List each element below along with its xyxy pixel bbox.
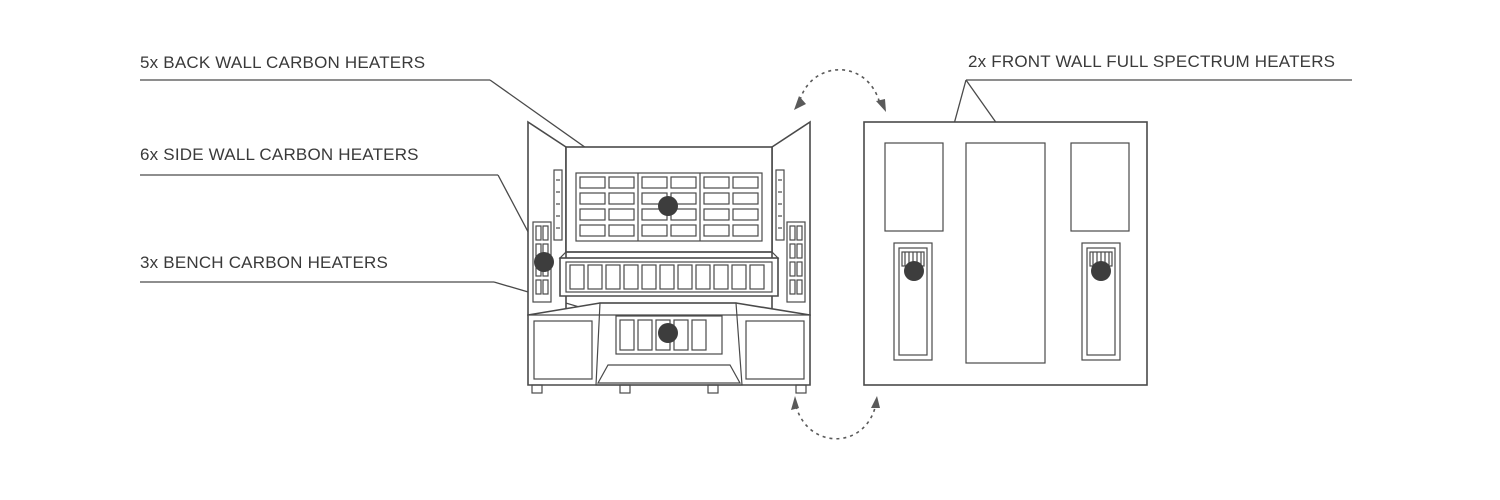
arrow-head-top-left [794, 96, 806, 110]
arrow-head-top-right [876, 99, 886, 112]
bench-backrest [558, 251, 780, 297]
bench-left-panel [533, 320, 593, 380]
right-side-heaters [775, 169, 806, 303]
back-heater-frame [575, 172, 763, 242]
left-side-heaters [532, 169, 563, 303]
front-window-right [1070, 142, 1130, 232]
front-window-left [884, 142, 944, 232]
front-door [965, 142, 1046, 364]
rotation-arrow-bottom [791, 396, 880, 440]
arrow-head-bottom-right [871, 396, 880, 408]
front-wall-view [863, 121, 1148, 386]
bench-indicator-dot [658, 323, 678, 343]
bench-base [527, 302, 811, 394]
front-wall-outline [863, 121, 1148, 386]
back-wall-indicator-dot [658, 196, 678, 216]
front-left-indicator-dot [904, 261, 924, 281]
back-wall-heaters [575, 172, 763, 242]
side-wall-label-text: 6x SIDE WALL CARBON HEATERS [140, 145, 419, 164]
front-right-indicator-dot [1091, 261, 1111, 281]
rotation-arrow-top [794, 69, 886, 112]
arrow-head-bottom-left [791, 396, 799, 410]
label-side-wall: 6x SIDE WALL CARBON HEATERS [140, 145, 545, 263]
bench-right-panel [745, 320, 805, 380]
back-wall-label-text: 5x BACK WALL CARBON HEATERS [140, 53, 425, 72]
bench-label-text: 3x BENCH CARBON HEATERS [140, 253, 388, 272]
side-wall-indicator-dot [534, 252, 554, 272]
front-wall-label-text: 2x FRONT WALL FULL SPECTRUM HEATERS [968, 52, 1335, 71]
label-back-wall: 5x BACK WALL CARBON HEATERS [140, 53, 669, 207]
sauna-interior-view [527, 120, 811, 394]
